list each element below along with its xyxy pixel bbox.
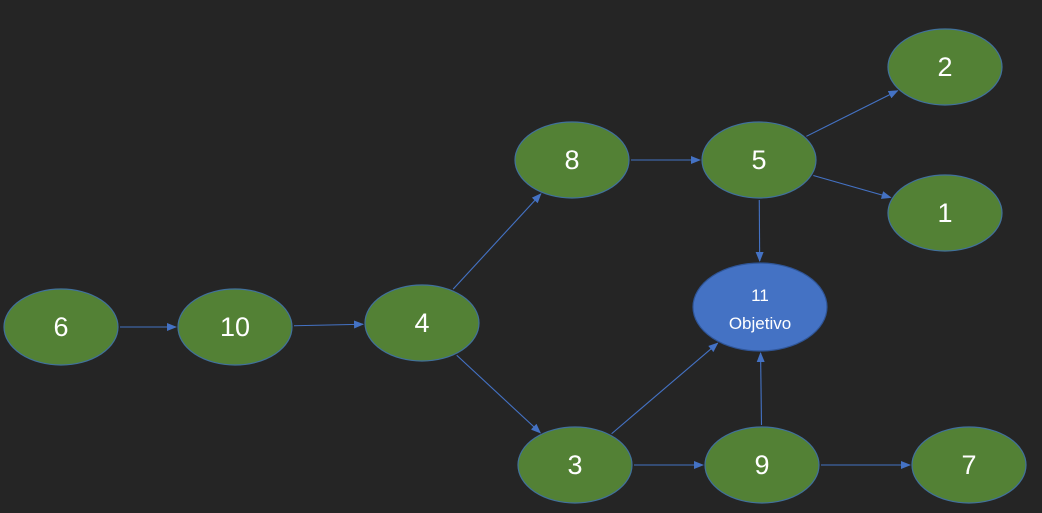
node-8: 8: [514, 121, 630, 199]
node-2: 2: [887, 28, 1003, 106]
node-10: 10: [177, 288, 293, 366]
edge-9-to-11: [756, 351, 765, 426]
node-9: 9: [704, 426, 820, 504]
node-3: 3: [517, 426, 633, 504]
edge-10-to-4: [293, 320, 365, 329]
goal-node-caption: Objetivo: [729, 314, 791, 333]
node-5-label: 5: [751, 145, 766, 175]
edge-4-to-3: [456, 354, 542, 434]
goal-node-11: 11 Objetivo: [692, 262, 828, 352]
edge-5-to-1: [813, 174, 892, 199]
edges-layer: [120, 90, 911, 469]
edge-3-to-11: [611, 342, 719, 435]
node-7-label: 7: [961, 450, 976, 480]
node-3-label: 3: [567, 450, 582, 480]
edge-4-to-8: [452, 193, 542, 290]
node-9-label: 9: [754, 450, 769, 480]
node-8-label: 8: [564, 145, 579, 175]
edge-5-to-2: [806, 90, 899, 137]
node-4-label: 4: [414, 308, 429, 338]
node-2-label: 2: [937, 52, 952, 82]
node-6: 6: [3, 288, 119, 366]
node-6-label: 6: [53, 312, 68, 342]
node-4: 4: [364, 284, 480, 362]
goal-node-number: 11: [751, 286, 769, 305]
node-1-label: 1: [937, 198, 952, 228]
node-1: 1: [887, 174, 1003, 252]
node-10-label: 10: [220, 312, 250, 342]
node-5: 5: [701, 121, 817, 199]
node-7: 7: [911, 426, 1027, 504]
